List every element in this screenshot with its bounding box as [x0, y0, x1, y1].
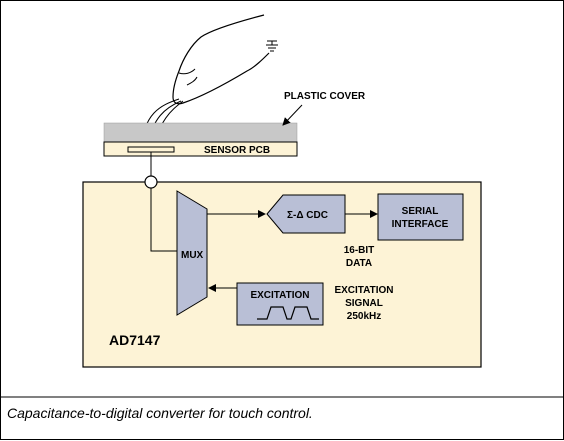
square-wave-icon [257, 306, 319, 320]
finger-icon [172, 14, 270, 105]
data-label-line2: DATA [346, 258, 372, 269]
pin-to-mux-wire [150, 188, 177, 252]
chip-label: AD7147 [109, 332, 161, 348]
plastic-cover-leader [282, 104, 303, 126]
excitation-signal-line1: EXCITATION [334, 285, 393, 296]
pin-node [144, 175, 158, 189]
excitation-label: EXCITATION [250, 290, 309, 301]
serial-interface-label-line2: INTERFACE [392, 219, 449, 230]
sensor-pcb-label: SENSOR PCB [204, 145, 270, 156]
excitation-signal-line2: SIGNAL [345, 298, 383, 309]
mux-block [176, 190, 208, 316]
figure-caption: Capacitance-to-digital converter for tou… [7, 405, 313, 421]
serial-interface-block [377, 193, 464, 241]
cdc-label: Σ-Δ CDC [287, 210, 328, 221]
mux-label: MUX [181, 250, 204, 261]
ground-icon [266, 40, 278, 52]
excitation-signal-line3: 250kHz [347, 311, 381, 322]
sensor-electrode [127, 146, 175, 153]
plastic-cover-label: PLASTIC COVER [284, 91, 366, 102]
plastic-cover [103, 122, 298, 143]
finger-crease [178, 68, 198, 86]
excitation-block [236, 282, 324, 326]
serial-interface-label-line1: SERIAL [402, 206, 439, 217]
data-label-line1: 16-BIT [344, 245, 375, 256]
